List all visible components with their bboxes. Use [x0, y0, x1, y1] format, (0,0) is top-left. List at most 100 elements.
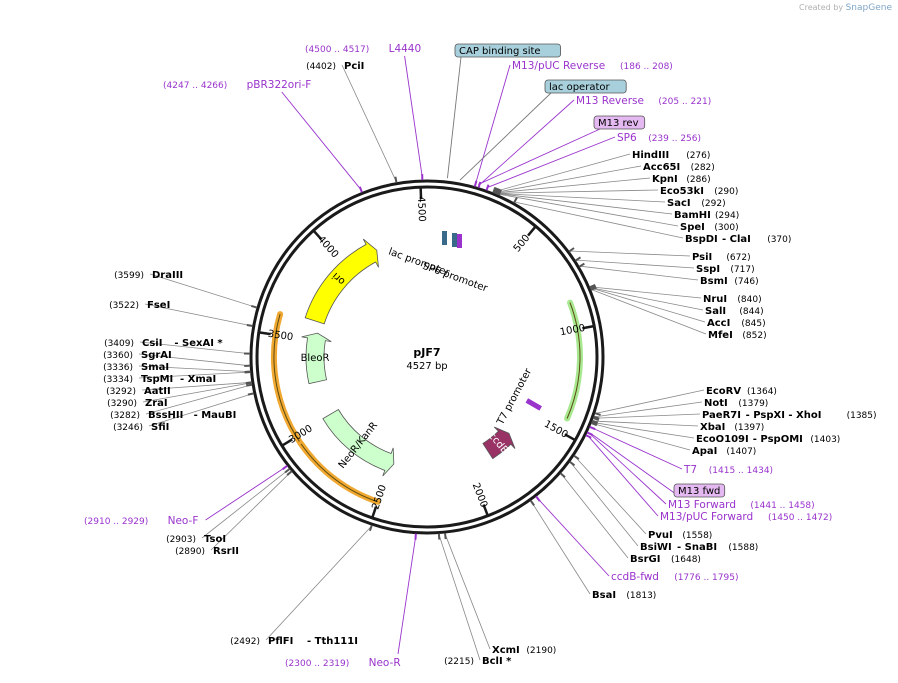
primer-connector — [475, 64, 511, 184]
site-marker — [497, 189, 502, 196]
connector-line — [514, 201, 684, 239]
enzyme-name: SfiI — [151, 422, 169, 433]
credit-brand: SnapGene — [845, 3, 892, 13]
tick-label: 1500 — [542, 419, 570, 441]
primer-name: T7 — [683, 464, 697, 476]
primer-name: SP6 — [617, 132, 637, 144]
enzyme-name: EcoO109I — [696, 434, 749, 445]
enzyme-coord: (1403) — [810, 435, 840, 445]
connector-line — [494, 165, 642, 193]
enzyme-site: (3334)TspMI- XmaI — [103, 374, 216, 385]
connector-line — [142, 382, 251, 403]
enzyme-name: SacI — [667, 198, 691, 209]
enzyme-name: NruI — [703, 294, 727, 305]
enzyme-site: XbaI(1397) — [700, 422, 764, 433]
connector-line — [592, 422, 691, 451]
tick-label: 1000 — [559, 323, 586, 338]
tick-label: 4000 — [315, 234, 340, 260]
connector-line — [144, 303, 252, 327]
site-marker — [594, 412, 601, 416]
enzyme-coord: (3599) — [114, 271, 144, 281]
connector-line — [570, 462, 639, 547]
primer-site: (2910 .. 2929)Neo-F — [84, 515, 198, 527]
enzyme-alias: - SnaBI — [677, 542, 717, 553]
primer-connector — [479, 99, 575, 186]
enzyme-site: (3246)SfiI — [113, 422, 169, 433]
enzyme-coord: (292) — [701, 199, 725, 209]
primer-name: L4440 — [389, 43, 422, 55]
site-marker — [492, 186, 497, 194]
enzyme-name: PaeR7I — [702, 410, 741, 421]
primer-site: (4500 .. 4517)L4440 — [305, 43, 421, 55]
enzyme-coord: (3409) — [104, 339, 134, 349]
lac-operator-glyph — [452, 233, 457, 247]
connector-line — [141, 382, 251, 391]
primer-name: Neo-F — [168, 515, 199, 527]
tick-label: 2500 — [370, 483, 389, 511]
enzyme-name: PciI — [344, 61, 364, 72]
enzyme-name: Eco53kI — [660, 186, 704, 197]
promoter-label: T7 promoter — [495, 366, 535, 428]
tick-label: 3500 — [267, 329, 294, 344]
site-marker — [529, 499, 535, 506]
enzyme-name: SspI — [696, 264, 720, 275]
primer-site: (2300 .. 2319)Neo-R — [285, 657, 401, 669]
primer-site: M13 Forward(1441 .. 1458) — [668, 499, 815, 511]
site-marker — [244, 371, 251, 374]
connector-line — [444, 533, 491, 650]
enzyme-name: MfeI — [708, 330, 733, 341]
primer-coord: (239 .. 256) — [648, 134, 701, 144]
primer-site: SP6 (239 .. 256) — [617, 132, 701, 144]
connector-line — [590, 287, 704, 311]
primer-connector — [404, 55, 423, 178]
enzyme-name: BsrGI — [630, 554, 660, 565]
boxed-feature-label: M13 fwd — [673, 483, 726, 498]
site-marker — [559, 472, 566, 478]
enzyme-site: NruI(840) — [703, 294, 762, 305]
enzyme-coord: (1588) — [728, 543, 758, 553]
enzyme-name: TsoI — [204, 534, 226, 545]
connector-line — [569, 250, 691, 257]
enzyme-coord: (2890) — [175, 547, 205, 557]
enzyme-coord: (2190) — [526, 646, 556, 656]
primer-coord: (1450 .. 1472) — [768, 513, 832, 523]
connector-line — [595, 389, 705, 414]
enzyme-site: (3599)DraIII — [114, 270, 183, 281]
connector-line — [574, 455, 647, 535]
connector-line — [201, 469, 290, 539]
enzyme-alias: - Tth111I — [307, 636, 358, 647]
site-marker — [574, 256, 582, 262]
feature-label: BleoR — [301, 353, 330, 364]
primer-coord: (186 .. 208) — [620, 62, 673, 72]
enzyme-alias: - SexAI * — [174, 338, 223, 349]
enzyme-site: BspDI- ClaI(370) — [685, 234, 791, 245]
site-marker — [245, 381, 253, 385]
enzyme-name: SalI — [705, 306, 726, 317]
enzyme-site: Eco53kI(290) — [660, 186, 738, 197]
primer-coord: (1776 .. 1795) — [674, 573, 738, 583]
enzyme-coord: (717) — [730, 265, 754, 275]
primer-site: (4247 .. 4266)pBR322ori-F — [163, 79, 311, 91]
primer-name: M13 Forward — [668, 499, 736, 511]
enzyme-site: (2215)BclI * — [444, 656, 512, 667]
enzyme-site: (3290)ZraI — [107, 398, 168, 409]
enzyme-alias: - MauBI — [194, 410, 237, 421]
enzyme-name: BsmI — [700, 276, 728, 287]
connector-line — [560, 473, 629, 559]
feature-band-core — [566, 302, 581, 419]
connector-line — [594, 401, 703, 418]
box-connector — [478, 128, 601, 185]
connector-line — [138, 353, 250, 367]
label-box-text: lac operator — [549, 82, 610, 93]
primer-name: M13/pUC Forward — [660, 511, 753, 523]
enzyme-site: NotI(1379) — [704, 398, 768, 409]
enzyme-coord: (1385) — [847, 411, 877, 421]
tick-mark — [482, 504, 489, 516]
site-marker — [250, 304, 258, 309]
site-marker — [247, 392, 254, 396]
enzyme-coord: (746) — [734, 277, 758, 287]
connector-line — [145, 384, 252, 415]
enzyme-name: SgrAI — [141, 350, 172, 361]
feature-arrow-ccdb — [482, 426, 516, 460]
